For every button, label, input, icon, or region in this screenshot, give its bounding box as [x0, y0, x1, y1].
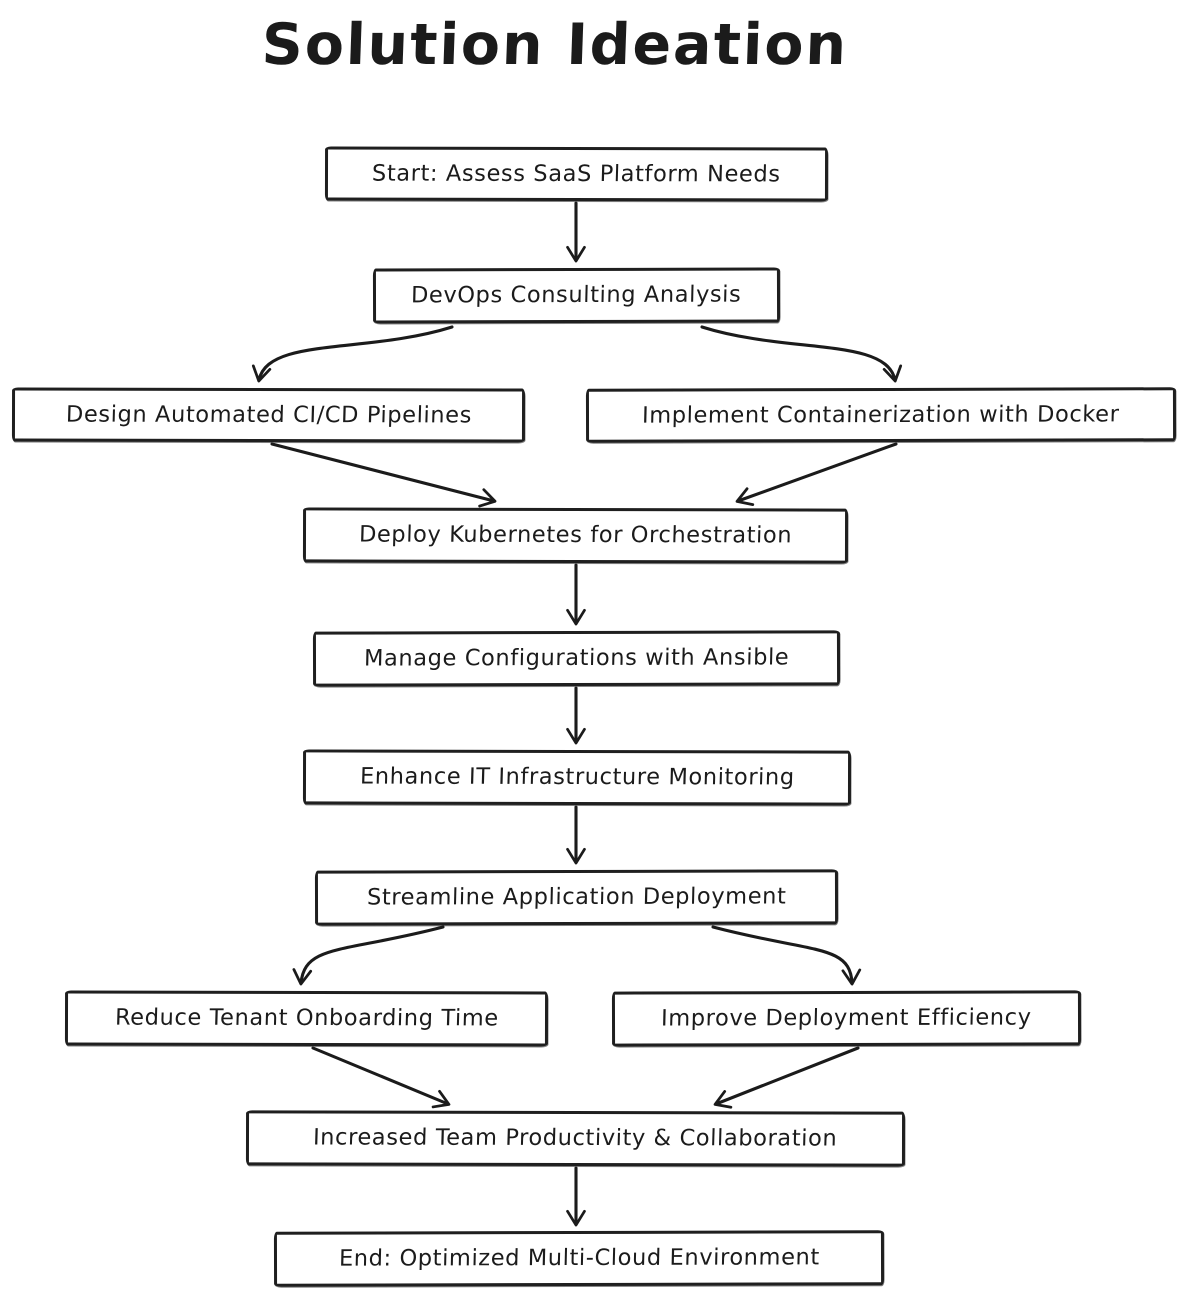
- flow-node-team-productivity-label: Increased Team Productivity & Collaborat…: [313, 1124, 839, 1152]
- diagram-title: Solution Ideation: [260, 12, 850, 78]
- flow-node-ansible-configurations-label: Manage Configurations with Ansible: [363, 644, 790, 672]
- flow-node-ansible-configurations: Manage Configurations with Ansible: [312, 630, 841, 687]
- edge-streamline-efficiency: [711, 925, 862, 986]
- flow-node-tenant-onboarding-label: Reduce Tenant Onboarding Time: [114, 1004, 499, 1032]
- flow-node-docker-containerization-label: Implement Containerization with Docker: [641, 400, 1121, 429]
- flow-node-application-deployment-label: Streamline Application Deployment: [366, 883, 787, 911]
- edge-streamline-tenant: [292, 925, 445, 986]
- flow-node-deployment-efficiency-label: Improve Deployment Efficiency: [660, 1004, 1033, 1032]
- flow-node-end: End: Optimized Multi-Cloud Environment: [273, 1230, 885, 1287]
- edge-tenant-productivity: [311, 1046, 451, 1109]
- flow-node-kubernetes-orchestration-label: Deploy Kubernetes for Orchestration: [358, 521, 793, 549]
- flow-node-end-label: End: Optimized Multi-Cloud Environment: [338, 1244, 820, 1272]
- edge-docker-k8s: [735, 442, 898, 507]
- flow-node-team-productivity: Increased Team Productivity & Collaborat…: [245, 1110, 906, 1167]
- flow-node-devops-analysis-label: DevOps Consulting Analysis: [410, 281, 743, 309]
- flow-node-tenant-onboarding: Reduce Tenant Onboarding Time: [64, 990, 549, 1047]
- edge-devops-cicd: [251, 325, 454, 383]
- edge-cicd-k8s: [270, 442, 497, 508]
- flow-node-cicd-pipelines-label: Design Automated CI/CD Pipelines: [65, 401, 472, 429]
- flow-node-devops-analysis: DevOps Consulting Analysis: [372, 267, 781, 324]
- flow-node-cicd-pipelines: Design Automated CI/CD Pipelines: [11, 387, 526, 443]
- flow-node-start: Start: Assess SaaS Platform Needs: [324, 146, 829, 202]
- flow-node-docker-containerization: Implement Containerization with Docker: [585, 387, 1177, 443]
- edge-devops-docker: [700, 325, 903, 383]
- flow-node-kubernetes-orchestration: Deploy Kubernetes for Orchestration: [302, 507, 849, 564]
- edge-efficiency-productivity: [713, 1046, 860, 1109]
- flow-node-start-label: Start: Assess SaaS Platform Needs: [371, 160, 782, 188]
- flow-node-deployment-efficiency: Improve Deployment Efficiency: [611, 990, 1082, 1047]
- flow-node-infrastructure-monitoring-label: Enhance IT Infrastructure Monitoring: [359, 763, 795, 791]
- flow-node-infrastructure-monitoring: Enhance IT Infrastructure Monitoring: [302, 749, 852, 806]
- flow-node-application-deployment: Streamline Application Deployment: [314, 869, 839, 926]
